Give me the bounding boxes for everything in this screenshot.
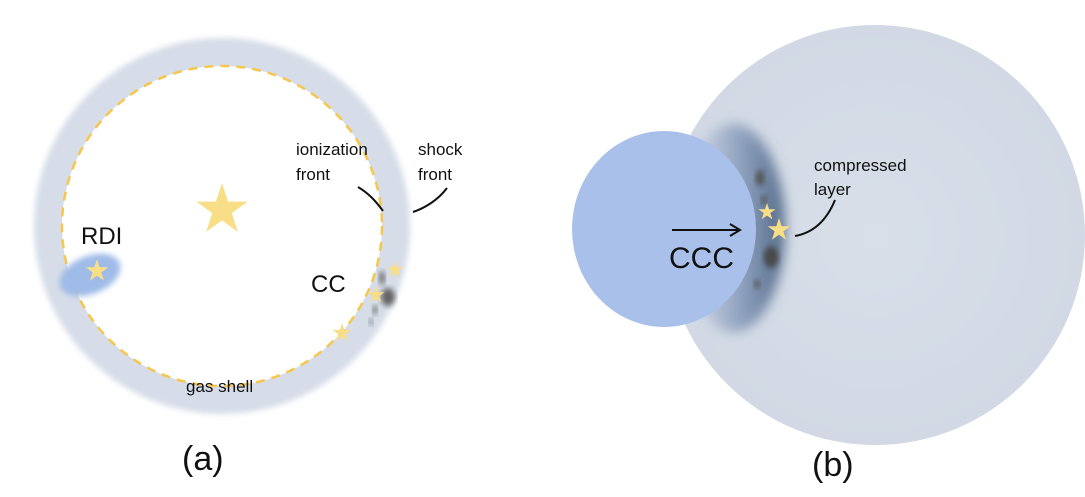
rdi-blob — [59, 253, 121, 297]
ionization-front-label-line2: front — [296, 165, 330, 184]
panel-b: compressed layer CCC (b) — [572, 25, 1085, 484]
ionization-front-label-line1: ionization — [296, 140, 368, 159]
gas-shell — [34, 38, 410, 414]
ionization-front-label: ionization front — [296, 140, 373, 184]
large-cloud — [665, 25, 1085, 445]
hii-region — [62, 66, 382, 386]
shock-front-label-line1: shock — [418, 140, 463, 159]
clump — [372, 305, 378, 315]
panel-b-caption: (b) — [812, 446, 854, 484]
panel-a-caption: (a) — [182, 440, 224, 478]
colliding-cloud — [572, 131, 756, 327]
shock-front-label: shock front — [418, 140, 467, 184]
ionization-front-ring — [60, 64, 384, 388]
rdi-label: RDI — [81, 223, 122, 250]
cc-label: CC — [311, 271, 346, 298]
compressed-layer-leader — [794, 199, 836, 237]
compressed-layer-label-line1: compressed — [814, 156, 907, 175]
gas-shell-label: gas shell — [186, 377, 253, 396]
clump — [761, 195, 767, 205]
clump — [369, 318, 373, 326]
compressed-layer-label: compressed layer — [814, 156, 911, 199]
shock-front-label-line2: front — [418, 165, 452, 184]
clump — [379, 271, 385, 285]
ionization-front-leader — [357, 186, 384, 212]
arrow-right-icon — [672, 223, 742, 237]
shock-front-leader — [412, 187, 448, 213]
clump — [381, 288, 395, 306]
panel-a: ionization front shock front RDI CC gas … — [34, 38, 467, 478]
ccc-label: CCC — [669, 242, 734, 275]
clump — [755, 170, 765, 186]
clump — [754, 279, 760, 289]
compressed-layer-label-line2: layer — [814, 180, 851, 199]
clump — [763, 246, 779, 268]
